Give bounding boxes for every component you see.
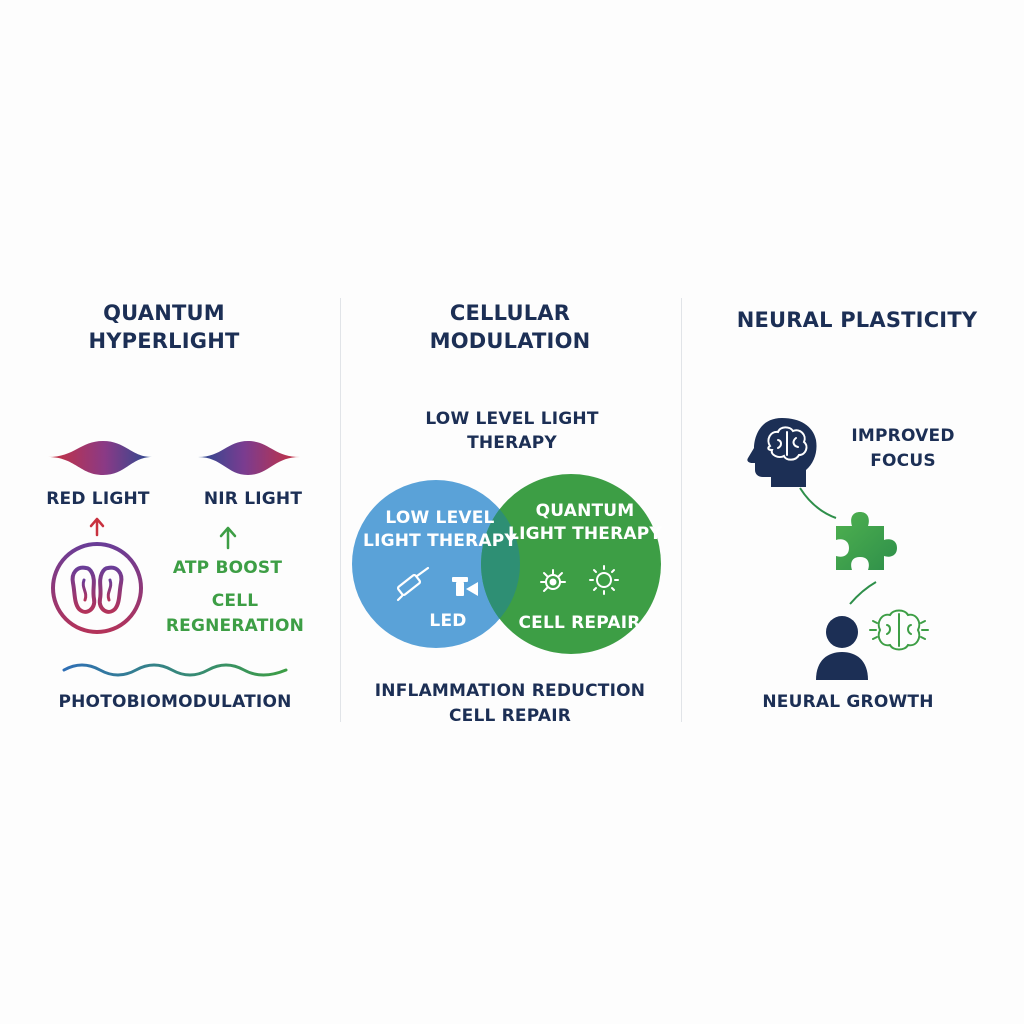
improved-focus-line1: IMPROVED — [851, 426, 955, 446]
left-circle-line2: LIGHT THERAPY — [363, 530, 517, 551]
connector-bottom — [849, 581, 877, 605]
person-icon — [816, 616, 868, 680]
right-circle-label: QUANTUM LIGHT THERAPY — [505, 500, 665, 546]
wave-line — [62, 663, 288, 677]
cell-regeneration-line2: REGNERATION — [165, 615, 305, 636]
mitochondria-icon — [51, 542, 143, 634]
arrow-up-icon — [89, 517, 105, 537]
cellular-footer-line1: INFLAMMATION REDUCTION — [374, 681, 646, 701]
led-label: LED — [429, 611, 467, 631]
cellular-title-line1: CELLULAR — [449, 301, 571, 325]
atp-boost-label: ATP BOOST — [172, 558, 283, 578]
photobiomodulation-label: PHOTOBIOMODULATION — [58, 692, 292, 712]
divider-right — [681, 298, 682, 722]
red-light-label: RED LIGHT — [46, 489, 150, 509]
neural-title: NEURAL PLASTICITY — [736, 308, 978, 332]
improved-focus-line2: FOCUS — [870, 450, 936, 471]
cell-regeneration-line1: CELL — [211, 591, 259, 611]
cellular-footer: INFLAMMATION REDUCTION CELL REPAIR — [370, 679, 650, 728]
quantum-title-line2: HYPERLIGHT — [88, 329, 240, 354]
nir-light-label: NIR LIGHT — [203, 489, 303, 509]
llt-top-line1: LOW LEVEL LIGHT — [425, 409, 599, 429]
connector-top — [799, 487, 837, 519]
left-circle-label: LOW LEVEL LIGHT THERAPY — [360, 507, 520, 553]
neural-growth-label: NEURAL GROWTH — [762, 692, 934, 712]
venn-circle-left — [352, 480, 520, 648]
led-emitter-icon — [452, 577, 478, 596]
laser-pen-icon — [396, 566, 430, 602]
right-circle-line2: LIGHT THERAPY — [508, 523, 662, 544]
cellular-title: CELLULAR MODULATION — [405, 299, 615, 356]
divider-left — [340, 298, 341, 722]
quantum-title-line1: QUANTUM — [103, 301, 225, 325]
sun-icon — [589, 565, 619, 595]
cell-regeneration-label: CELL REGNERATION — [160, 589, 310, 638]
arrow-up-icon — [219, 526, 237, 550]
cellular-title-line2: MODULATION — [429, 329, 591, 354]
nir-light-beam — [181, 441, 313, 475]
improved-focus-label: IMPROVED FOCUS — [838, 424, 968, 473]
left-circle-line1: LOW LEVEL — [385, 508, 495, 528]
llt-top-label: LOW LEVEL LIGHT THERAPY — [412, 408, 612, 456]
puzzle-piece-icon — [836, 512, 897, 570]
cell-repair-label: CELL REPAIR — [518, 613, 641, 633]
quantum-title: QUANTUM HYPERLIGHT — [60, 299, 268, 356]
brain-icon — [869, 609, 929, 651]
right-circle-line1: QUANTUM — [535, 501, 635, 521]
red-light-beam — [25, 441, 161, 475]
venn-circle-right — [481, 474, 661, 654]
brain-head-icon — [747, 418, 817, 487]
llt-top-line2: THERAPY — [467, 432, 557, 453]
target-icon — [540, 569, 566, 592]
cellular-footer-line2: CELL REPAIR — [448, 705, 572, 726]
